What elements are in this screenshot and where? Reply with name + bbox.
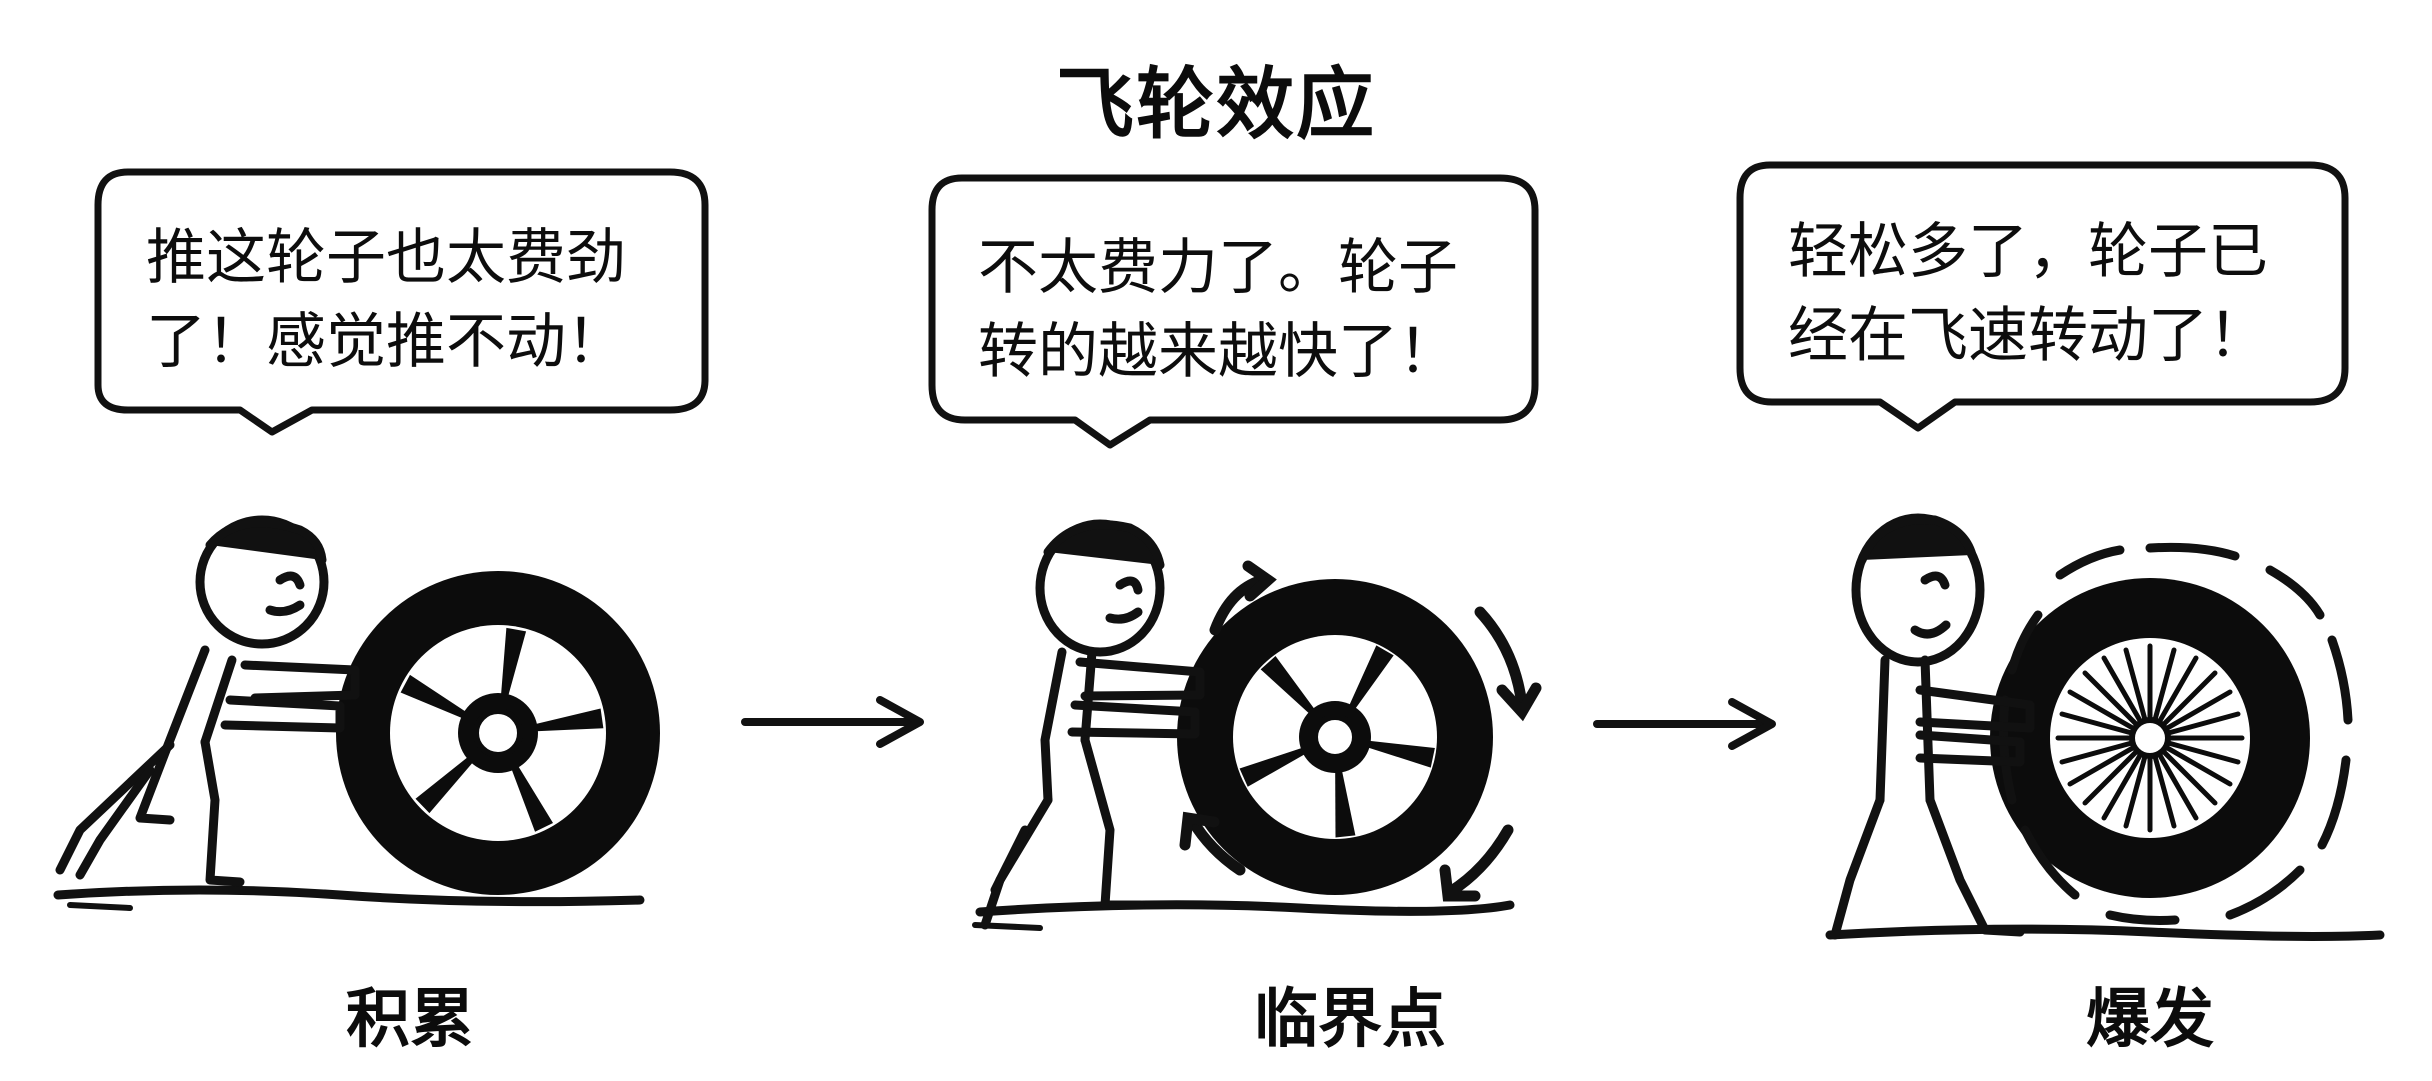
wheel-3 [1990,578,2310,898]
panel-1-figure [53,515,660,911]
speech-text-1: 推这轮子也太费劲 了！感觉推不动！ [146,216,626,384]
stage-label-accumulation: 积累 [346,983,474,1057]
speed-lines [1999,542,2353,925]
speech-line: 轻松多了，轮子已 [1788,217,2268,287]
speech-bubble-2 [928,174,1539,449]
speech-line: 经在飞速转动了！ [1788,301,2268,371]
speech-text-3: 轻松多了，轮子已 经在飞速转动了！ [1788,210,2268,378]
ground-mark-1 [67,902,133,911]
arrow-right-1-head [876,696,924,748]
panel-3-figure [1825,513,2385,941]
ground-line-1 [53,885,645,907]
arrow-right-2-head [1728,698,1776,750]
speech-bubble-1 [94,168,709,436]
person-2 [980,519,1205,930]
rotation-arrows [1179,560,1542,902]
wheel-1 [336,571,660,895]
speech-line: 不太费力了。轮子 [978,233,1458,303]
ground-line-3 [1825,924,2385,941]
panel-2-figure [972,519,1542,931]
person-1 [55,515,360,887]
stage-label-breakthrough: 爆发 [2086,983,2214,1057]
speech-line: 推这轮子也太费劲 [146,223,626,293]
speech-bubble-3 [1736,161,2349,432]
wheel-2 [1177,579,1493,895]
ground-line-2 [975,900,1515,917]
diagram-title: 飞轮效应 [1055,60,1376,150]
speech-text-2: 不太费力了。轮子 转的越来越快了！ [978,226,1458,394]
stage-label-tipping-point: 临界点 [1254,983,1446,1057]
speech-line: 转的越来越快了！ [978,317,1458,387]
person-3 [1830,513,2035,940]
speech-line: 了！感觉推不动！ [146,307,626,377]
